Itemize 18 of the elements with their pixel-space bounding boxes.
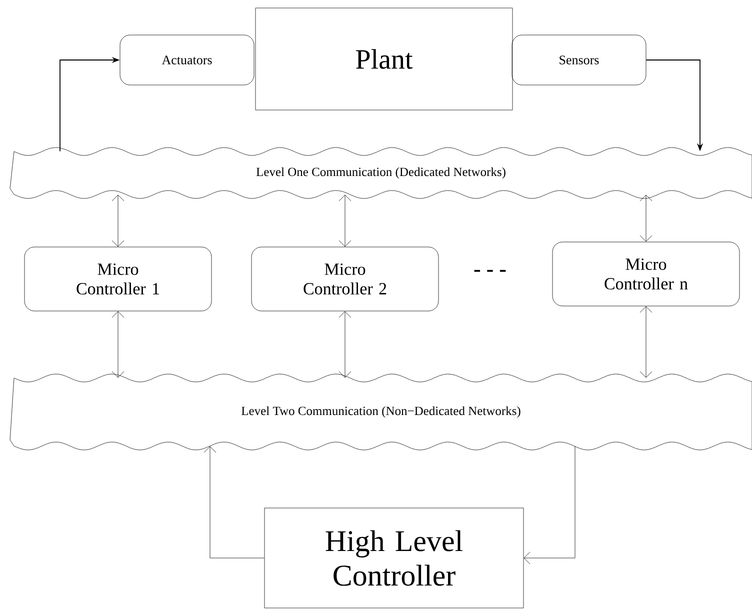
arrow	[338, 311, 352, 378]
rounded-box: Sensors	[512, 34, 646, 86]
process-box: Plant	[255, 8, 513, 110]
rounded-box: Micro Controller 1	[24, 246, 212, 312]
arrow	[112, 311, 124, 378]
rounded-box: Actuators	[120, 34, 254, 86]
arrow	[112, 194, 124, 247]
arrow	[338, 194, 352, 247]
arrow	[640, 306, 652, 378]
ellipsis: - - -	[474, 270, 506, 272]
network-band: Level One Communication (Dedicated Networks)	[10, 147, 752, 199]
process-box: High Level Controller	[264, 508, 524, 608]
arrow	[524, 446, 576, 564]
arrow	[640, 194, 652, 242]
network-band: Level Two Communication (Non−Dedicated Networks)	[10, 374, 752, 450]
rounded-box: Micro Controller n	[552, 242, 740, 306]
arrow	[204, 446, 264, 558]
rounded-box: Micro Controller 2	[251, 246, 439, 312]
